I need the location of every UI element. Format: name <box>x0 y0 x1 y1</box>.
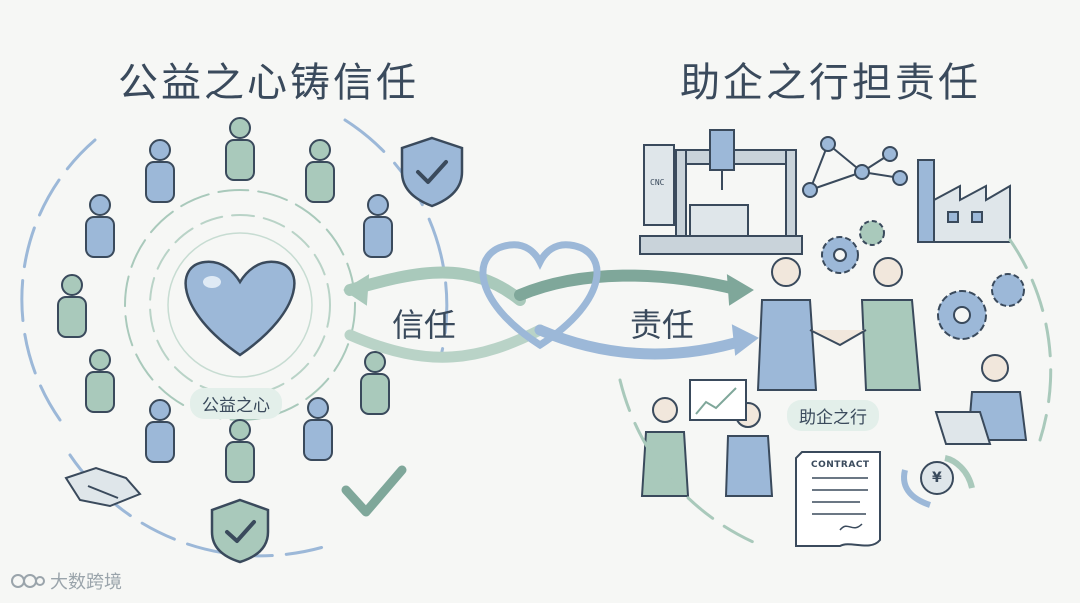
currency-cycle-icon <box>901 455 975 508</box>
handshake-icon <box>64 466 142 508</box>
factory-icon <box>917 159 1011 243</box>
business-partners <box>756 257 922 391</box>
watermark-text: 大数跨境 <box>50 572 122 593</box>
network-icon <box>802 136 908 198</box>
laptop-worker <box>934 354 1028 445</box>
heart-icon <box>184 260 296 357</box>
contract-label: CONTRACT <box>811 460 870 470</box>
contract-document-icon <box>795 451 881 547</box>
presenters <box>640 379 774 497</box>
gears-icon <box>821 220 1025 340</box>
people-ring <box>57 117 393 483</box>
yen-label: ¥ <box>932 470 942 486</box>
partnership-circle <box>618 238 1053 547</box>
flow-arrows <box>343 241 759 363</box>
enterprise-support-tag: 助企之行 <box>787 400 879 431</box>
trust-arrow-label: 信任 <box>392 306 457 344</box>
watermark-logo-icon <box>11 574 45 588</box>
cnc-label: CNC <box>650 178 665 187</box>
charity-heart-tag: 公益之心 <box>190 388 282 419</box>
responsibility-arrow-label: 责任 <box>630 306 695 344</box>
watermark: 大数跨境 <box>10 568 122 594</box>
checkmark-icon <box>341 465 407 517</box>
shield-check-icon <box>400 136 464 208</box>
cnc-machine-icon <box>639 129 803 255</box>
left-title: 公益之心铸信任 <box>118 60 419 106</box>
right-title: 助企之行担责任 <box>680 60 981 106</box>
shield-check-icon <box>210 498 270 564</box>
